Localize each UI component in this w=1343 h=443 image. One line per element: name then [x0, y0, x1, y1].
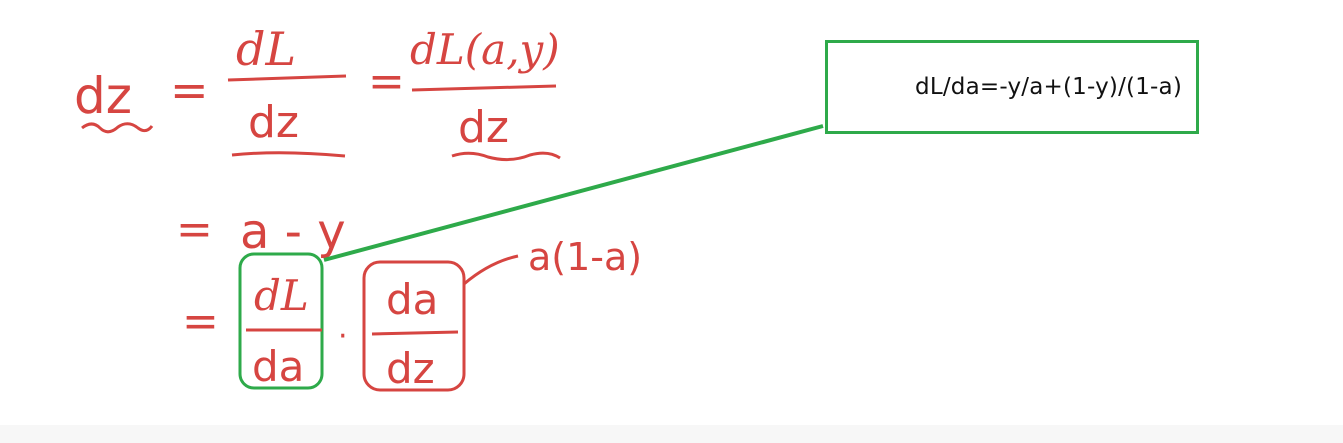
- multiply-dot: ·: [338, 319, 348, 354]
- frac1-underline: [231, 151, 346, 158]
- expr-a-minus-y: a - y: [240, 204, 346, 260]
- derivative-note: a(1-a): [528, 235, 642, 279]
- dl-da-green-box: [238, 252, 324, 390]
- annotation-formula: dL/da=-y/a+(1-y)/(1-a): [915, 74, 1182, 100]
- frac2-underline-squiggle: [451, 151, 561, 162]
- eq-sign-1: =: [170, 63, 209, 117]
- eq-sign-2: =: [368, 56, 405, 107]
- frac2-numerator: dL(a,y): [410, 25, 560, 74]
- eq-sign-3: =: [176, 204, 213, 255]
- note-connector: [463, 254, 519, 286]
- da-dz-red-box: [362, 260, 466, 392]
- frac4-bar: [371, 330, 459, 336]
- frac4-numerator: da: [386, 275, 438, 324]
- frac3-numerator: dL: [254, 271, 309, 320]
- annotation-connector-line: [323, 124, 824, 262]
- frac1-bar: [227, 74, 347, 82]
- frac1-denominator: dz: [248, 97, 299, 148]
- frac1-numerator: dL: [236, 22, 296, 76]
- lhs-underline-squiggle: [81, 122, 154, 134]
- frac2-denominator: dz: [458, 102, 509, 153]
- annotation-box: dL/da=-y/a+(1-y)/(1-a): [825, 40, 1199, 134]
- frac3-denominator: da: [252, 342, 304, 391]
- lhs-dz: dz: [74, 67, 132, 125]
- frac2-bar: [411, 84, 557, 92]
- frac4-denominator: dz: [386, 344, 435, 393]
- bottom-band: [0, 425, 1343, 443]
- eq-sign-4: =: [182, 296, 219, 347]
